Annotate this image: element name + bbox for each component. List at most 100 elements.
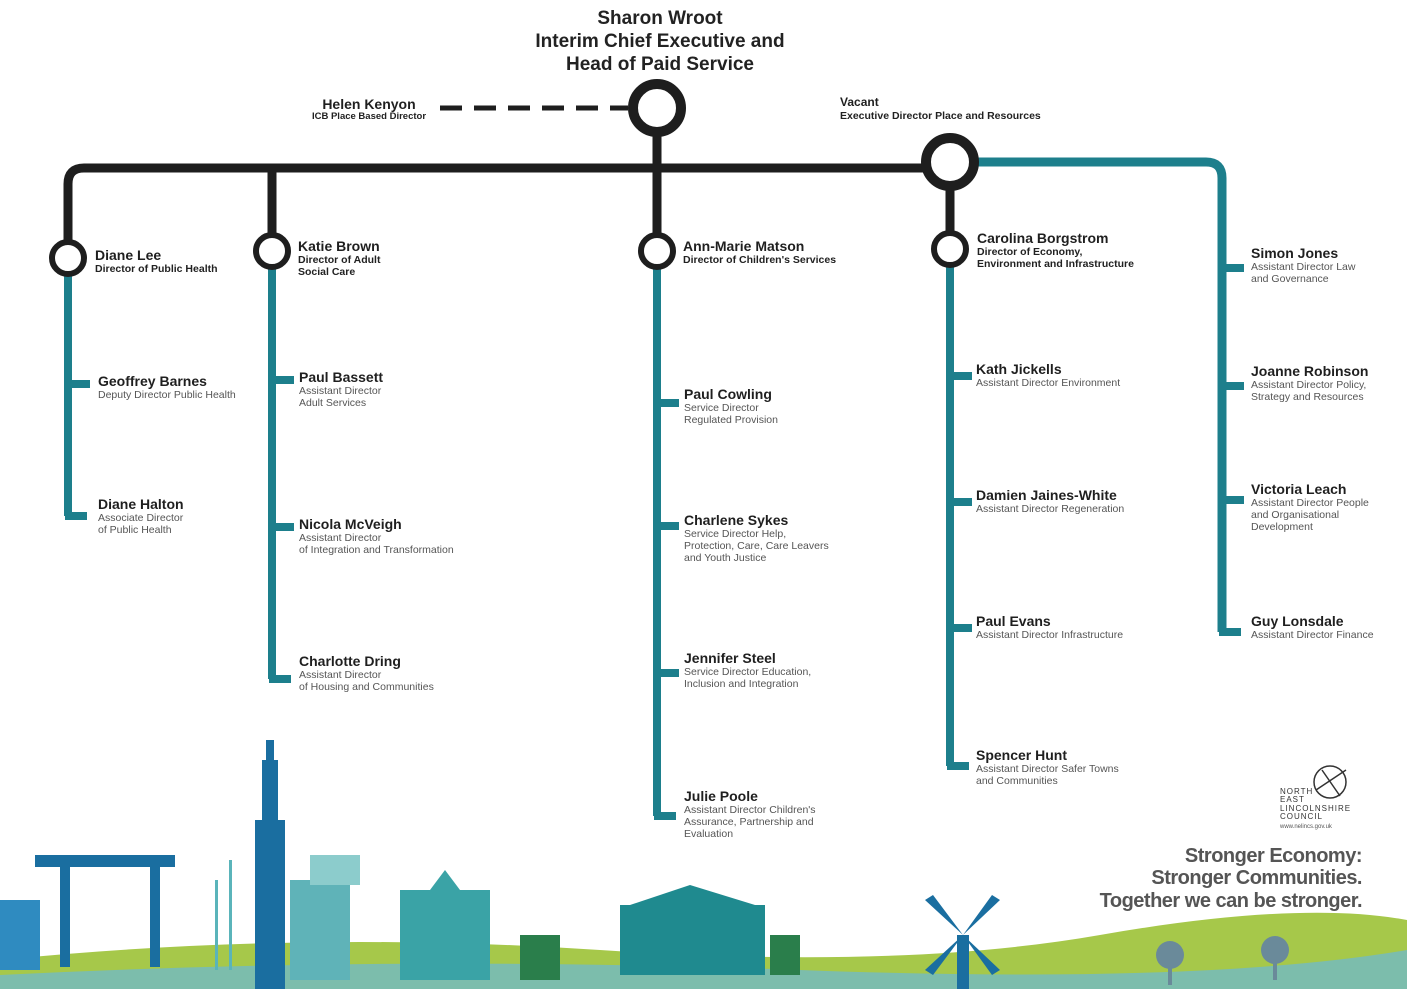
council-web: www.nelincs.gov.uk	[1280, 823, 1332, 830]
windmill	[925, 895, 1000, 989]
staff-name: Charlotte Dring	[299, 653, 401, 669]
tagline: Stronger Economy: Stronger Communities. …	[1099, 845, 1363, 912]
staff-role: Assistant Director Law and Governance	[1251, 261, 1356, 286]
staff-role: Service Director Regulated Provision	[684, 402, 778, 427]
staff-role: Assistant Director People and Organisati…	[1251, 497, 1369, 534]
staff-label: Julie Poole Assistant Director Children'…	[684, 788, 816, 840]
ceo-title-line1: Interim Chief Executive and	[535, 30, 785, 52]
vacant-role: Executive Director Place and Resources	[840, 109, 1041, 122]
staff-label: Paul Cowling Service Director Regulated …	[684, 386, 778, 426]
ceo-node	[628, 79, 686, 137]
ceo-block: Sharon Wroot Interim Chief Executive and…	[480, 8, 840, 76]
staff-name: Paul Bassett	[299, 369, 384, 385]
main-horizontal-line	[63, 163, 950, 258]
director-name: Diane Lee	[95, 247, 162, 263]
ceo-title-line2: Head of Paid Service	[566, 53, 754, 75]
staff-label: Victoria Leach Assistant Director People…	[1251, 481, 1369, 533]
staff-name: Victoria Leach	[1251, 481, 1347, 497]
branch-tick	[272, 376, 294, 384]
staff-role: Assistant Director of Housing and Commun…	[299, 669, 434, 694]
staff-label: Guy Lonsdale Assistant Director Finance	[1251, 613, 1374, 641]
director-name: Ann-Marie Matson	[683, 238, 805, 254]
staff-name: Paul Cowling	[684, 386, 772, 402]
director-role: Director of Public Health	[95, 263, 218, 276]
pier-building	[620, 905, 765, 975]
staff-role: Associate Director of Public Health	[98, 512, 184, 537]
staff-name: Geoffrey Barnes	[98, 373, 207, 389]
staff-label: Diane Halton Associate Director of Publi…	[98, 496, 184, 536]
branch-tick	[1222, 382, 1244, 390]
branch-tick	[657, 522, 679, 530]
director-role: Director of Adult Social Care	[298, 254, 381, 279]
ceo-name: Sharon Wroot	[597, 8, 723, 29]
end-tick	[654, 812, 676, 820]
staff-name: Guy Lonsdale	[1251, 613, 1344, 629]
tagline-line2: Stronger Communities.	[1151, 867, 1362, 890]
icb-name: Helen Kenyon	[322, 96, 416, 112]
branch-tick	[950, 498, 972, 506]
end-tick	[1219, 628, 1241, 636]
branch-tick	[657, 399, 679, 407]
staff-name: Spencer Hunt	[976, 747, 1068, 763]
branch-tick	[657, 669, 679, 677]
director-name: Carolina Borgstrom	[977, 230, 1109, 246]
staff-name: Jennifer Steel	[684, 650, 776, 666]
dock-tower	[255, 820, 285, 989]
staff-role: Assistant Director Infrastructure	[976, 629, 1124, 642]
building-block	[290, 880, 350, 980]
staff-name: Charlene Sykes	[684, 512, 789, 528]
staff-label: Nicola McVeigh Assistant Director of Int…	[299, 516, 454, 556]
end-tick	[269, 675, 291, 683]
branch-tick	[68, 380, 90, 388]
staff-label: Kath Jickells Assistant Director Environ…	[976, 361, 1120, 389]
staff-label: Damien Jaines-White Assistant Director R…	[976, 487, 1124, 515]
director-node	[638, 232, 676, 270]
staff-name: Nicola McVeigh	[299, 516, 402, 532]
tagline-line1: Stronger Economy:	[1184, 845, 1363, 867]
director-label: Diane Lee Director of Public Health	[95, 247, 218, 275]
staff-label: Jennifer Steel Service Director Educatio…	[684, 650, 811, 690]
council-name: NORTH EAST LINCOLNSHIRE COUNCIL	[1280, 787, 1352, 822]
director-name: Katie Brown	[298, 238, 380, 254]
staff-label: Joanne Robinson Assistant Director Polic…	[1251, 363, 1368, 403]
staff-role: Assistant Director of Integration and Tr…	[299, 532, 454, 557]
staff-role: Assistant Director Children's Assurance,…	[684, 804, 816, 841]
staff-role: Assistant Director Regeneration	[976, 503, 1125, 516]
director-node	[49, 239, 87, 277]
staff-label: Geoffrey Barnes Deputy Director Public H…	[98, 373, 236, 401]
icb-role: ICB Place Based Director	[311, 111, 427, 123]
director-role: Director of Children's Services	[683, 254, 837, 267]
director-label: Ann-Marie Matson Director of Children's …	[683, 238, 836, 266]
staff-name: Paul Evans	[976, 613, 1051, 629]
staff-role: Deputy Director Public Health	[98, 389, 236, 402]
wind-turbine	[229, 860, 232, 970]
council-logo-icon	[1313, 765, 1347, 799]
branch-tick	[272, 523, 294, 531]
end-tick	[65, 512, 87, 520]
staff-label: Charlotte Dring Assistant Director of Ho…	[299, 653, 434, 693]
staff-name: Diane Halton	[98, 496, 184, 512]
resources-branch-line	[978, 157, 1227, 632]
vacant-director-label: Vacant Executive Director Place and Reso…	[840, 95, 1041, 122]
staff-role: Assistant Director Policy, Strategy and …	[1251, 379, 1367, 404]
director-label: Katie Brown Director of Adult Social Car…	[298, 238, 380, 278]
end-tick	[947, 762, 969, 770]
staff-role: Assistant Director Finance	[1251, 629, 1374, 642]
staff-role: Assistant Director Adult Services	[299, 385, 382, 410]
branch-tick	[1222, 496, 1244, 504]
director-label: Carolina Borgstrom Director of Economy, …	[977, 230, 1134, 270]
staff-role: Assistant Director Environment	[976, 377, 1121, 390]
staff-label: Paul Bassett Assistant Director Adult Se…	[299, 369, 383, 409]
tagline-line3: Together we can be stronger.	[1099, 889, 1363, 912]
staff-name: Damien Jaines-White	[976, 487, 1117, 503]
council-logo: NORTH EAST LINCOLNSHIRE COUNCIL www.neli…	[1280, 760, 1370, 830]
staff-label: Paul Evans Assistant Director Infrastruc…	[976, 613, 1123, 641]
staff-name: Joanne Robinson	[1251, 363, 1369, 379]
staff-label: Charlene Sykes Service Director Help, Pr…	[684, 512, 829, 564]
staff-name: Kath Jickells	[976, 361, 1062, 377]
branch-tick	[1222, 264, 1244, 272]
staff-role: Service Director Education, Inclusion an…	[684, 666, 812, 691]
executive-node	[921, 133, 979, 191]
icb-director-label: Helen Kenyon ICB Place Based Director	[304, 96, 434, 123]
